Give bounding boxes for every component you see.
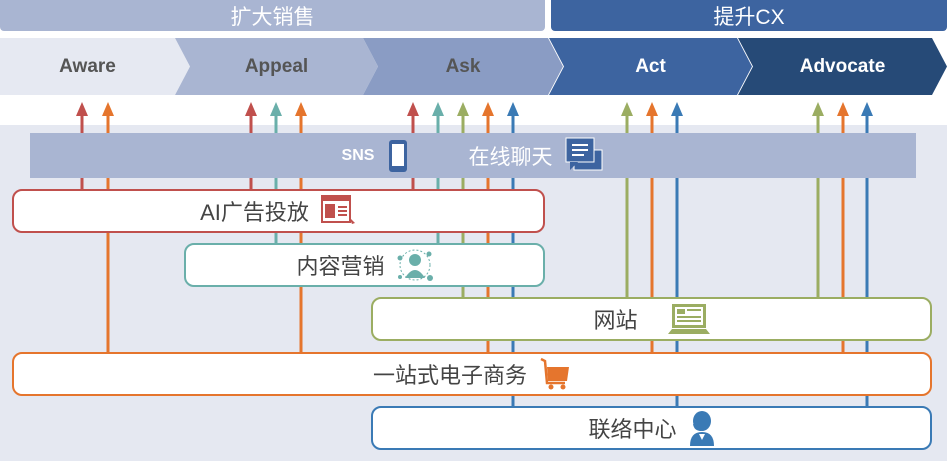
arrow-head xyxy=(102,102,114,116)
channel-website: 网站 xyxy=(371,297,932,341)
arrow-head xyxy=(270,102,282,116)
stage-label: Appeal xyxy=(244,55,309,77)
arrow-head xyxy=(812,102,824,116)
stage-ask: Ask xyxy=(363,38,563,95)
stage-label: Advocate xyxy=(799,55,886,77)
chat-label: 在线聊天 xyxy=(468,145,553,169)
arrow-head xyxy=(621,102,633,116)
smartphone-icon xyxy=(389,139,408,172)
arrow-head xyxy=(457,102,469,116)
arrow-head xyxy=(507,102,519,116)
group-label: 扩大销售 xyxy=(230,5,315,29)
chat-bubble-icon xyxy=(565,137,603,170)
laptop-icon xyxy=(667,304,710,334)
sns-label: SNS xyxy=(341,146,375,164)
stage-label: Act xyxy=(635,55,666,77)
arrow-head xyxy=(671,102,683,116)
arrow-head xyxy=(432,102,444,116)
stage-appeal: Appeal xyxy=(175,38,378,95)
channel-label: 一站式电子商务 xyxy=(372,363,527,388)
arrow-head xyxy=(837,102,849,116)
arrow-head xyxy=(646,102,658,116)
stage-aware: Aware xyxy=(0,38,190,95)
stage-act: Act xyxy=(549,38,752,95)
channel-contact-center: 联络中心 xyxy=(371,406,932,450)
channel-ai-advertising: AI广告投放 xyxy=(12,189,545,233)
channel-area xyxy=(0,125,947,461)
stage-label: Ask xyxy=(445,55,481,77)
channel-label: 内容营销 xyxy=(296,254,385,279)
arrow-head xyxy=(245,102,257,116)
arrow-head xyxy=(295,102,307,116)
group-improve-cx: 提升CX xyxy=(551,0,947,31)
web-ad-click-icon xyxy=(320,195,355,224)
channel-content-marketing: 内容营销 xyxy=(184,243,545,287)
person-network-icon xyxy=(397,249,433,281)
channel-label: 网站 xyxy=(593,308,638,333)
group-label: 提升CX xyxy=(713,5,785,29)
stage-advocate: Advocate xyxy=(738,38,947,95)
arrow-head xyxy=(861,102,873,116)
channel-one-stop-ecommerce: 一站式电子商务 xyxy=(12,352,932,396)
group-expand-sales: 扩大销售 xyxy=(0,0,545,31)
stage-label: Aware xyxy=(59,55,116,77)
channel-label: AI广告投放 xyxy=(200,200,309,225)
shopping-cart-icon xyxy=(540,357,569,390)
arrow-head xyxy=(76,102,88,116)
channel-label: 联络中心 xyxy=(588,417,677,442)
operator-headset-icon xyxy=(689,411,714,446)
arrow-head xyxy=(407,102,419,116)
sns-chat-bar: SNS 在线聊天 xyxy=(30,133,916,178)
arrow-head xyxy=(482,102,494,116)
